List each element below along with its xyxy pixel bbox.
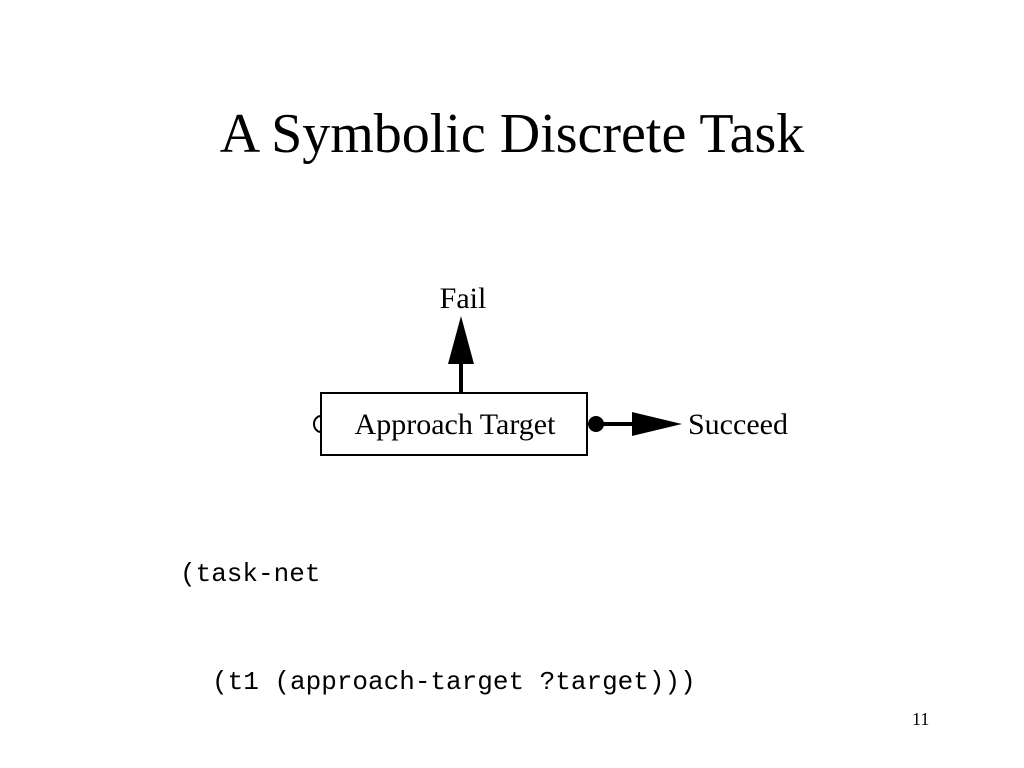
input-port [313,415,322,433]
output-port [588,416,604,432]
slide-title: A Symbolic Discrete Task [219,103,805,165]
code-line-1: (task-net [180,559,321,589]
task-box [320,392,588,456]
fail-arrow-head [448,316,474,364]
succeed-arrow-head [632,412,682,436]
code-block: (task-net (t1 (approach-target ?target))… [180,484,696,736]
slide-number: 11 [912,709,930,729]
fail-label: Fail [440,282,487,315]
task-label: Approach Target [355,408,557,441]
succeed-label: Succeed [688,408,788,441]
code-line-2: (t1 (approach-target ?target))) [212,667,696,697]
